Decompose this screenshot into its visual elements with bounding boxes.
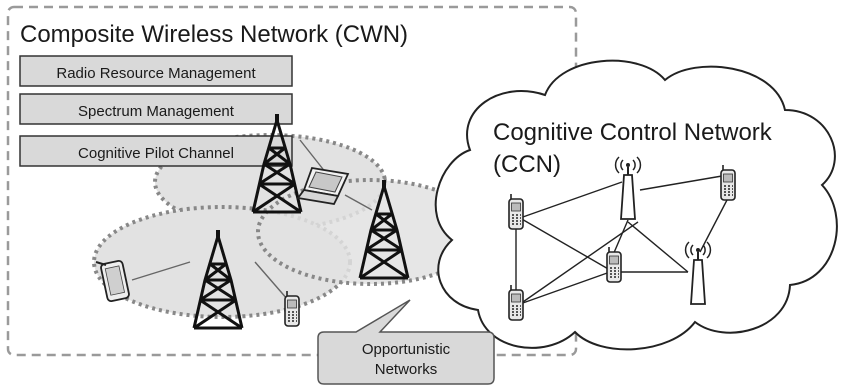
opportunistic-networks-callout: Opportunistic Networks [317, 299, 495, 385]
cwn-title: Composite Wireless Network (CWN) [20, 21, 408, 48]
management-boxes: Radio Resource Management Spectrum Manag… [19, 55, 293, 167]
link [254, 261, 289, 301]
link [519, 221, 639, 305]
coverage-areas [92, 133, 484, 319]
link [699, 199, 728, 253]
link [519, 181, 623, 219]
tablet-icon [95, 259, 130, 303]
mobile-phone-icon [284, 290, 300, 327]
radio-resource-box [19, 55, 293, 87]
mobile-phone-icon [508, 284, 524, 321]
callout-line1: Opportunistic [362, 341, 451, 358]
link [344, 194, 373, 211]
cognitive-pilot-label: Cognitive Pilot Channel [78, 145, 234, 162]
radio-resource-label: Radio Resource Management [56, 65, 256, 82]
link [639, 175, 723, 191]
cwn-dashed-border [6, 5, 578, 357]
ccn-title-line1: Cognitive Control Network [493, 119, 773, 146]
mobile-phone-icon [508, 193, 524, 230]
mobile-phone-icon [720, 164, 736, 201]
mobile-phone-icon [606, 246, 622, 283]
ccn-title-line2: (CCN) [493, 151, 561, 178]
spectrum-management-label: Spectrum Management [78, 103, 235, 120]
callout-line2: Networks [375, 361, 438, 378]
ccn-cloud [434, 59, 838, 351]
link [131, 261, 191, 281]
link [519, 217, 611, 271]
callout-bubble [317, 299, 495, 385]
cwn-links [131, 139, 373, 301]
laptop-icon [296, 166, 350, 205]
spectrum-management-box [19, 93, 293, 125]
cloud-shape [434, 59, 838, 351]
cognitive-pilot-box [19, 135, 293, 167]
link [519, 271, 611, 305]
link [627, 221, 689, 273]
